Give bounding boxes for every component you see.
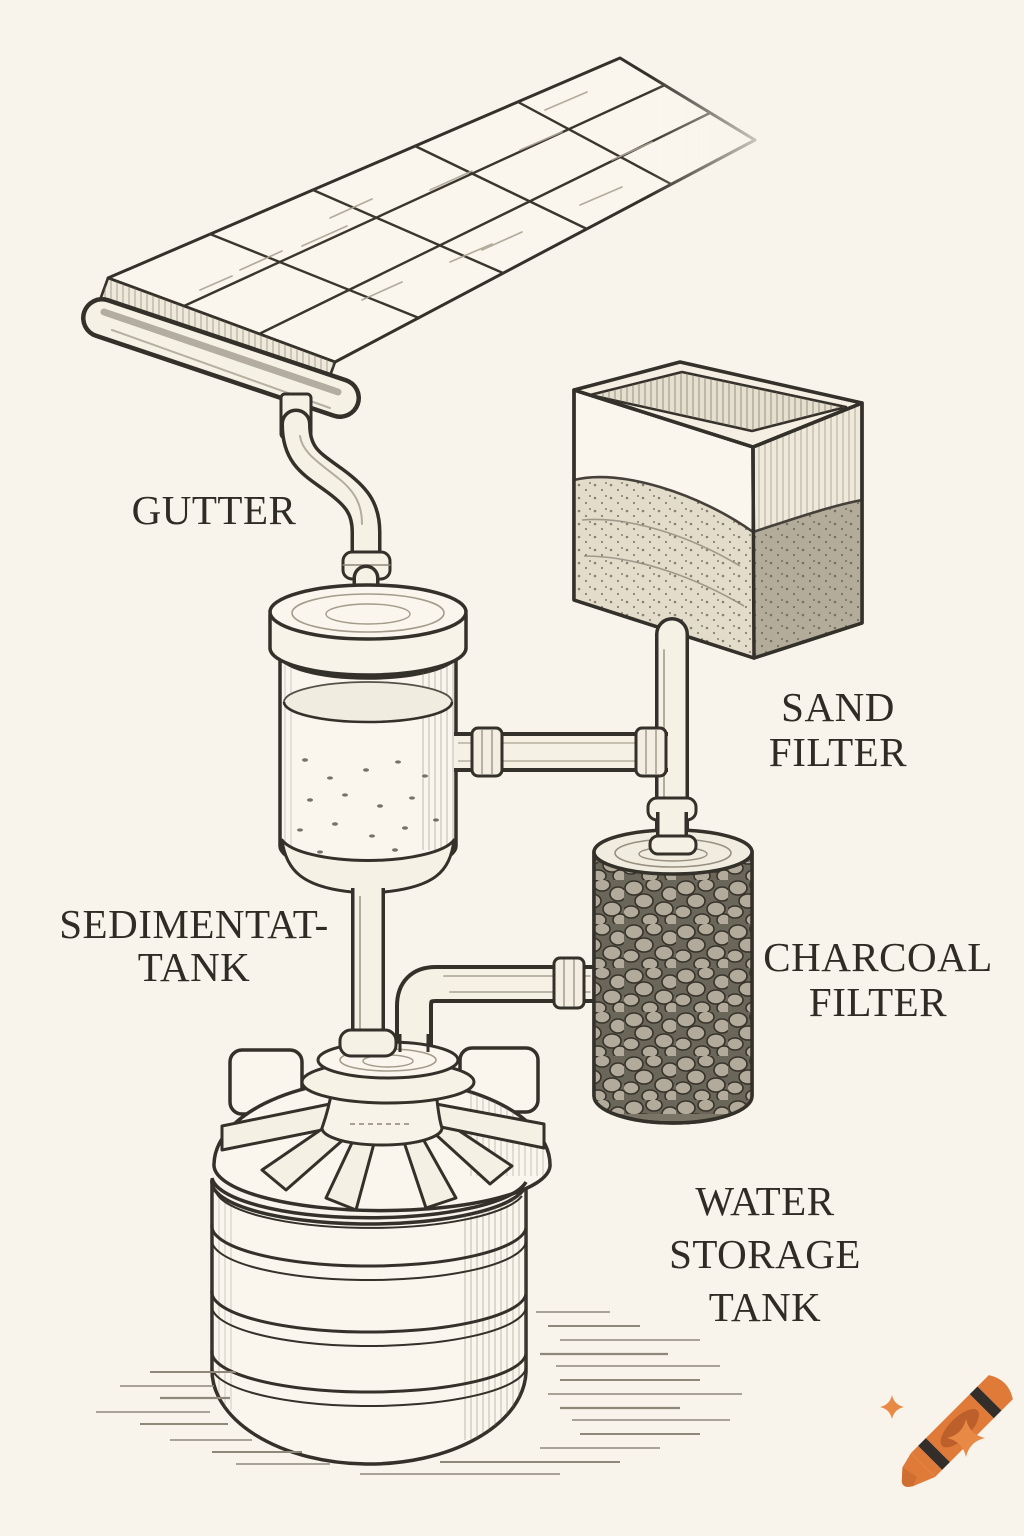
sand-filter bbox=[572, 360, 864, 660]
tank-ribs bbox=[210, 1223, 528, 1408]
crayon-logo bbox=[880, 1375, 1013, 1487]
sediment-particles bbox=[297, 758, 439, 854]
charcoal-outlet-pipe bbox=[395, 956, 617, 1071]
sparkle-icon bbox=[880, 1395, 904, 1419]
charcoal-filter bbox=[592, 812, 754, 1125]
gutter-label: GUTTER bbox=[131, 487, 297, 533]
sedimentation-tank-lid bbox=[268, 583, 468, 677]
water-storage-tank-label: WATER STORAGE TANK bbox=[669, 1178, 861, 1330]
charcoal-filter-label: CHARCOAL FILTER bbox=[763, 934, 993, 1025]
sand-filter-label: SAND FILTER bbox=[768, 684, 908, 775]
sedimentation-tank-label: SEDIMENTAT- TANK bbox=[59, 901, 329, 990]
sparkle-icon bbox=[947, 1419, 985, 1457]
sedimentation-tank bbox=[268, 583, 468, 894]
sedimentation-drain-pipe bbox=[351, 888, 385, 1048]
pipe-coupling bbox=[470, 726, 668, 778]
water-storage-tank bbox=[210, 1028, 552, 1466]
ground-shading bbox=[96, 1311, 742, 1475]
crayon-icon bbox=[901, 1375, 1013, 1487]
sedimentation-outlet-pipe bbox=[454, 726, 668, 778]
